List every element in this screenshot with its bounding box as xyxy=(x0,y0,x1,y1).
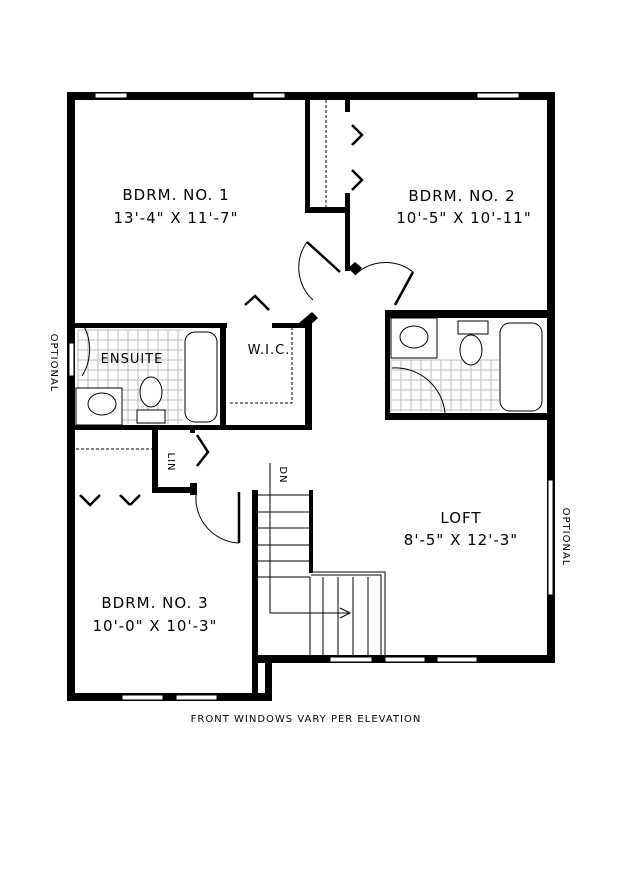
window xyxy=(384,656,426,663)
room-size: 10'-0" X 10'-3" xyxy=(93,617,218,635)
doors xyxy=(79,124,446,544)
ensuite-fixtures xyxy=(75,331,218,426)
toilet-icon xyxy=(459,334,483,366)
ensuite-door-swing xyxy=(81,322,91,377)
room-name: W.I.C. xyxy=(248,343,291,358)
bdrm2-door xyxy=(393,271,415,306)
bdrm3-closet-doors xyxy=(79,494,141,507)
interior-walls xyxy=(75,100,555,495)
optional-note: OPTIONAL xyxy=(560,508,571,567)
optional-note: OPTIONAL xyxy=(48,334,59,393)
bdrm1-door xyxy=(306,241,341,273)
wic-shelf xyxy=(230,328,293,404)
staircase xyxy=(258,463,386,655)
bath2-door-swing xyxy=(391,367,446,414)
room-name: LIN xyxy=(165,452,176,471)
wic-door xyxy=(244,294,270,311)
linen-door xyxy=(195,434,210,467)
room-name: BDRM. NO. 1 xyxy=(122,186,229,204)
optional-window-right xyxy=(547,479,554,596)
room-name: BDRM. NO. 2 xyxy=(408,187,515,205)
room-size: 10'-5" X 10'-11" xyxy=(396,209,532,227)
room-name: LOFT xyxy=(440,509,481,527)
window xyxy=(476,92,520,99)
window xyxy=(121,694,164,701)
window xyxy=(252,92,286,99)
optional-window-left xyxy=(68,342,75,377)
room-size: 13'-4" X 11'-7" xyxy=(114,209,239,227)
bathtub xyxy=(184,331,218,423)
sink-icon xyxy=(87,392,117,416)
sink-icon xyxy=(399,325,429,349)
toilet-icon xyxy=(139,376,163,408)
bath2-fixtures xyxy=(390,317,543,412)
bdrm2-closet-doors xyxy=(351,124,364,191)
window xyxy=(436,656,478,663)
window xyxy=(175,694,218,701)
windows xyxy=(68,92,554,701)
window xyxy=(329,656,373,663)
window xyxy=(94,92,128,99)
room-name: BDRM. NO. 3 xyxy=(101,594,208,612)
stair-direction-arrow xyxy=(269,463,352,619)
bathtub xyxy=(499,322,543,412)
footer-note: FRONT WINDOWS VARY PER ELEVATION xyxy=(191,714,422,725)
room-name: ENSUITE xyxy=(101,352,164,367)
stairs-label: DN xyxy=(277,466,288,483)
bath2-tile-floor xyxy=(390,359,499,412)
room-size: 8'-5" X 12'-3" xyxy=(404,531,518,549)
